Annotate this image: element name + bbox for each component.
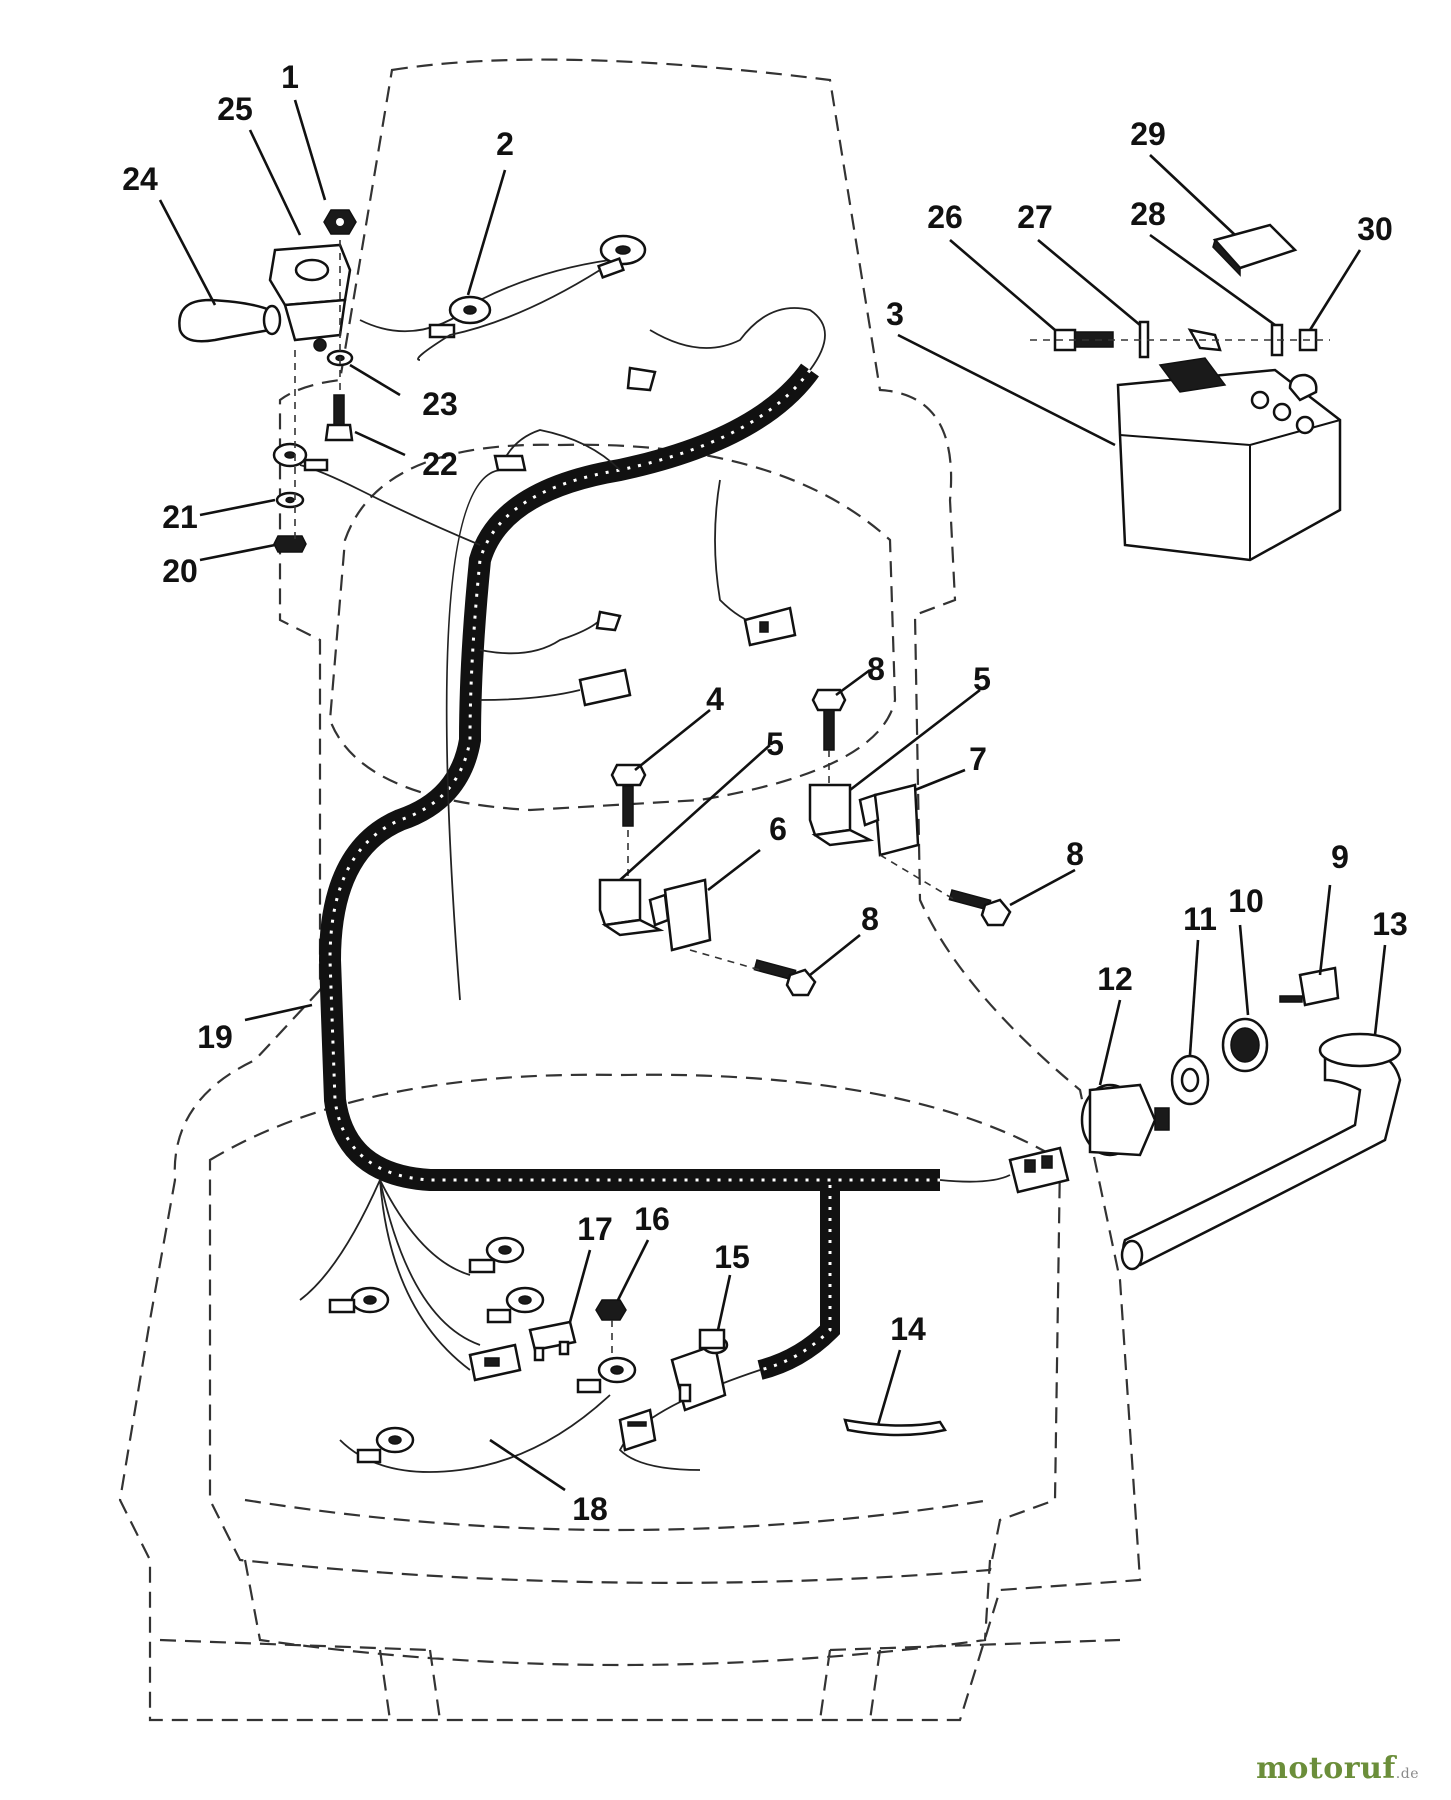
- callout-23: 23: [422, 386, 458, 422]
- tractor-outline: [118, 58, 1142, 1722]
- callout-labels: 1 2 3 4 5 5 6 7 8 8 8 8 9 10 11 12 13 14…: [122, 59, 1408, 1527]
- part-26-bolt: [1053, 328, 1114, 352]
- ring-terminal-lower-a: [468, 1236, 525, 1274]
- callout-5-left: 5: [766, 726, 784, 762]
- small-terminal-upper: [493, 454, 527, 472]
- connector-mid-dash: [578, 668, 632, 707]
- watermark-brand: motoruf: [1256, 1751, 1396, 1786]
- callout-8-upper: 8: [867, 651, 885, 687]
- part-10-bezel: [1221, 1017, 1269, 1073]
- part-14-tie-strap: [843, 1418, 947, 1437]
- ring-terminal-upper-left: [272, 442, 329, 472]
- callout-10: 10: [1228, 883, 1264, 919]
- harness-wires: [299, 259, 1011, 1473]
- callout-5-right: 5: [973, 661, 991, 697]
- callout-26: 26: [927, 199, 963, 235]
- part-11-nut: [1170, 1054, 1210, 1106]
- callout-25: 25: [217, 91, 253, 127]
- callout-28: 28: [1130, 196, 1166, 232]
- hood-outline: [118, 58, 1142, 1722]
- part-5-bracket-right: [808, 783, 875, 847]
- callout-14: 14: [890, 1311, 926, 1347]
- part-2-cable: [417, 234, 647, 361]
- ring-terminal-lower-e: [356, 1426, 415, 1464]
- part-15-relay: [670, 1328, 729, 1412]
- lower-body-outline: [159, 1498, 1121, 1721]
- seat-outline: [208, 1073, 1062, 1584]
- callout-15: 15: [714, 1239, 750, 1275]
- callout-16: 16: [634, 1201, 670, 1237]
- callout-19: 19: [197, 1019, 233, 1055]
- callout-6: 6: [769, 811, 787, 847]
- callout-30: 30: [1357, 211, 1393, 247]
- part-8-bolt-lower: [753, 959, 817, 997]
- leader-lines: [158, 99, 1387, 1492]
- callout-11: 11: [1183, 901, 1217, 937]
- callout-8-lower: 8: [861, 901, 879, 937]
- part-5-bracket-left: [598, 878, 665, 937]
- part-24-boot: [178, 298, 282, 343]
- part-3-battery: [1116, 357, 1342, 562]
- callout-13: 13: [1372, 906, 1408, 942]
- part-13-hose: [1120, 1032, 1402, 1271]
- harness-coil: [318, 363, 940, 1380]
- part-20-nut: [273, 535, 307, 553]
- callout-4: 4: [706, 681, 724, 717]
- connector-upper-dash: [743, 606, 797, 647]
- connector-lower-left: [468, 1343, 522, 1382]
- callout-8-middle: 8: [1066, 836, 1084, 872]
- callout-21: 21: [162, 499, 198, 535]
- callout-3: 3: [886, 296, 904, 332]
- part-17-fuse: [528, 1320, 577, 1362]
- callout-7: 7: [969, 741, 987, 777]
- part-22-bolt: [324, 394, 354, 442]
- ring-terminal-lower-d: [576, 1356, 637, 1394]
- part-12-ignition-switch: [1080, 1083, 1170, 1157]
- callout-29: 29: [1130, 116, 1166, 152]
- watermark-suffix: .de: [1395, 1766, 1419, 1782]
- part-25-solenoid: [268, 243, 352, 352]
- callout-2: 2: [496, 126, 514, 162]
- callout-9: 9: [1331, 839, 1349, 875]
- callout-22: 22: [422, 446, 458, 482]
- callout-18: 18: [572, 1491, 608, 1527]
- watermark-logo: motoruf.de: [1256, 1751, 1419, 1786]
- part-27-washer: [1138, 320, 1150, 359]
- part-4-bolt: [610, 763, 647, 827]
- small-terminal-mid: [595, 610, 622, 632]
- ring-terminal-lower-b: [328, 1286, 390, 1314]
- callout-12: 12: [1097, 961, 1133, 997]
- part-8-bolt-upper: [811, 688, 847, 751]
- part-29-cover: [1212, 223, 1298, 277]
- part-7-switch: [858, 783, 920, 857]
- part-1-nut: [323, 209, 357, 235]
- callout-20: 20: [162, 553, 198, 589]
- connector-lower-center: [618, 1408, 657, 1452]
- harness-connector-right: [1008, 1146, 1070, 1194]
- callout-1: 1: [281, 59, 299, 95]
- callout-27: 27: [1017, 199, 1053, 235]
- part-6-switch: [648, 878, 712, 952]
- part-21-washer: [275, 491, 305, 509]
- part-9-key: [1279, 966, 1340, 1007]
- part-16-nut: [595, 1299, 627, 1321]
- part-8-bolt-middle: [948, 889, 1012, 927]
- callout-17: 17: [577, 1211, 613, 1247]
- callout-24: 24: [122, 161, 158, 197]
- small-terminal-top: [626, 366, 657, 392]
- ring-terminal-lower-c: [486, 1286, 545, 1324]
